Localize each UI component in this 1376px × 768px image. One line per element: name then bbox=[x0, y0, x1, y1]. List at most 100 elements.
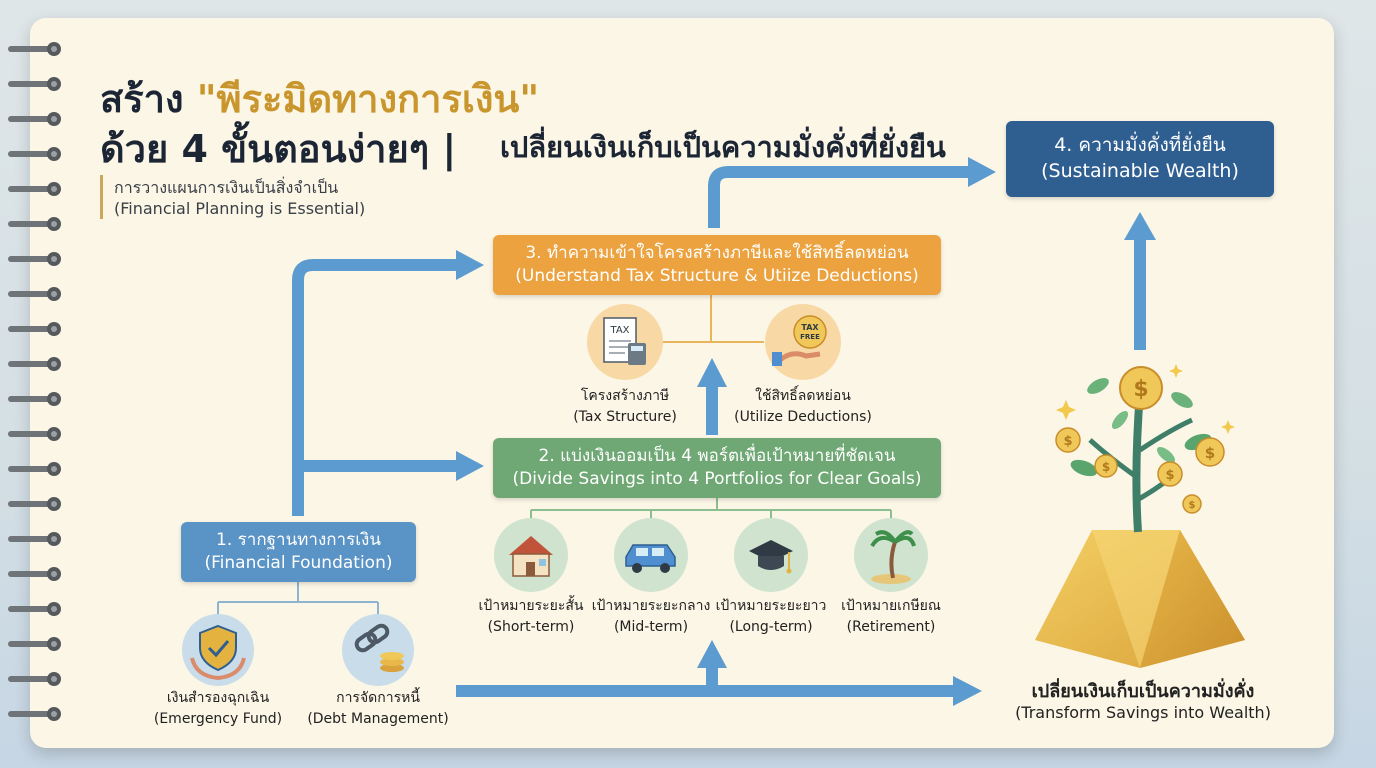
spiral-ring bbox=[8, 567, 61, 581]
label-english: (Emergency Fund) bbox=[153, 711, 283, 727]
portfolio-connectors bbox=[530, 498, 892, 520]
spiral-ring bbox=[8, 252, 61, 266]
emergency-fund-label: เงินสำรองฉุกเฉิน (Emergency Fund) bbox=[154, 688, 282, 730]
spiral-ring bbox=[8, 462, 61, 476]
tax-free-hand-icon: TAX FREE bbox=[765, 304, 841, 380]
tax-structure-label: โครงสร้างภาษี (Tax Structure) bbox=[573, 386, 677, 428]
spiral-ring bbox=[8, 707, 61, 721]
spiral-ring bbox=[8, 217, 61, 231]
retirement-label: เป้าหมายเกษียณ (Retirement) bbox=[841, 596, 941, 638]
label-english: (Short-term) bbox=[487, 619, 575, 635]
subtitle-thai: การวางแผนการเงินเป็นสิ่งจำเป็น bbox=[114, 178, 339, 197]
house-icon bbox=[494, 518, 568, 592]
page-title-line2: ด้วย 4 ขั้นตอนง่ายๆ | bbox=[100, 127, 457, 171]
graduation-cap-icon bbox=[734, 518, 808, 592]
spiral-ring bbox=[8, 392, 61, 406]
coin-icon: $ bbox=[1182, 494, 1202, 514]
coin-symbol: $ bbox=[1189, 500, 1196, 511]
chain-coins-icon bbox=[342, 614, 414, 686]
utilize-deductions-label: ใช้สิทธิ์ลดหย่อน (Utilize Deductions) bbox=[734, 386, 872, 428]
tax-badge-text: TAX bbox=[609, 325, 629, 336]
pyramid-caption-thai: เปลี่ยนเงินเก็บเป็นความมั่งคั่ง bbox=[1031, 681, 1255, 702]
spiral-ring bbox=[8, 637, 61, 651]
step4-title: 4. ความมั่งคั่งที่ยั่งยืน bbox=[1054, 134, 1226, 157]
step4-subtitle: (Sustainable Wealth) bbox=[1041, 160, 1239, 182]
tagline: เปลี่ยนเงินเก็บเป็นความมั่งคั่งที่ยั่งยื… bbox=[500, 130, 946, 164]
title-text: สร้าง bbox=[100, 77, 197, 121]
car-icon bbox=[614, 518, 688, 592]
step2-subtitle: (Divide Savings into 4 Portfolios for Cl… bbox=[512, 469, 922, 489]
title-highlight: "พีระมิดทางการเงิน" bbox=[196, 77, 540, 121]
tax-connectors bbox=[662, 295, 764, 343]
coin-icon: $ bbox=[1055, 427, 1081, 453]
step2-title: 2. แบ่งเงินออมเป็น 4 พอร์ตเพื่อเป้าหมายท… bbox=[538, 446, 896, 467]
step1-title: 1. รากฐานทางการเงิน bbox=[216, 530, 381, 551]
label-thai: เป้าหมายระยะกลาง bbox=[591, 598, 711, 614]
pyramid-caption-english: (Transform Savings into Wealth) bbox=[1015, 703, 1271, 723]
label-thai: โครงสร้างภาษี bbox=[580, 388, 670, 404]
mid-term-label: เป้าหมายระยะกลาง (Mid-term) bbox=[592, 596, 711, 638]
debt-management-label: การจัดการหนี้ (Debt Management) bbox=[307, 688, 448, 730]
spiral-ring bbox=[8, 42, 61, 56]
coin-icon: $ bbox=[1094, 454, 1118, 478]
arrow-heads bbox=[456, 157, 1156, 706]
label-english: (Tax Structure) bbox=[573, 409, 677, 425]
label-english: (Utilize Deductions) bbox=[734, 409, 872, 425]
spiral-ring bbox=[8, 672, 61, 686]
label-thai: เป้าหมายระยะยาว bbox=[715, 598, 827, 614]
coin-icon: $ bbox=[1157, 461, 1183, 487]
label-thai: เป้าหมายระยะสั้น bbox=[478, 598, 584, 614]
coin-symbol: $ bbox=[1133, 377, 1148, 402]
label-thai: เป้าหมายเกษียณ bbox=[841, 598, 941, 614]
coin-symbol: $ bbox=[1102, 460, 1110, 474]
page-title: สร้าง "พีระมิดทางการเงิน" bbox=[100, 68, 539, 129]
spiral-ring bbox=[8, 602, 61, 616]
arrow-step1-to-step2-and-3 bbox=[292, 259, 458, 516]
step3-subtitle: (Understand Tax Structure & Utiize Deduc… bbox=[515, 266, 919, 286]
coin-symbol: $ bbox=[1205, 444, 1215, 462]
coin-symbol: $ bbox=[1063, 434, 1072, 449]
tax-free-badge-line2: FREE bbox=[800, 333, 820, 341]
spiral-ring bbox=[8, 322, 61, 336]
coin-symbol: $ bbox=[1165, 468, 1174, 483]
gold-pyramid bbox=[1035, 530, 1245, 668]
label-english: (Retirement) bbox=[846, 619, 936, 635]
label-english: (Debt Management) bbox=[307, 711, 449, 727]
label-english: (Long-term) bbox=[729, 619, 813, 635]
spiral-ring bbox=[8, 287, 61, 301]
step1-box: 1. รากฐานทางการเงิน (Financial Foundatio… bbox=[181, 522, 416, 582]
coin-icon: $ bbox=[1119, 366, 1163, 410]
spiral-ring bbox=[8, 497, 61, 511]
sparkle-icons bbox=[1056, 364, 1235, 434]
step1-subtitle: (Financial Foundation) bbox=[204, 553, 393, 573]
tax-document-icon: TAX bbox=[587, 304, 663, 380]
arrow-step3-to-step4 bbox=[708, 166, 970, 228]
step4-box: 4. ความมั่งคั่งที่ยั่งยืน (Sustainable W… bbox=[1006, 121, 1274, 197]
spiral-ring bbox=[8, 147, 61, 161]
spiral-ring bbox=[8, 77, 61, 91]
step2-box: 2. แบ่งเงินออมเป็น 4 พอร์ตเพื่อเป้าหมายท… bbox=[493, 438, 941, 498]
spiral-ring bbox=[8, 427, 61, 441]
spiral-ring bbox=[8, 532, 61, 546]
spiral-ring bbox=[8, 357, 61, 371]
palm-tree-icon bbox=[854, 518, 928, 592]
coin-icon: $ bbox=[1195, 437, 1225, 467]
label-thai: ใช้สิทธิ์ลดหย่อน bbox=[755, 388, 851, 404]
step3-title: 3. ทำความเข้าใจโครงสร้างภาษีและใช้สิทธิ์… bbox=[525, 243, 909, 264]
short-term-label: เป้าหมายระยะสั้น (Short-term) bbox=[479, 596, 584, 638]
flow-arrows bbox=[292, 166, 1146, 697]
shield-hands-icon bbox=[182, 614, 254, 686]
tax-free-badge-line1: TAX bbox=[801, 323, 819, 332]
label-thai: เงินสำรองฉุกเฉิน bbox=[166, 690, 270, 706]
pyramid-caption: เปลี่ยนเงินเก็บเป็นความมั่งคั่ง (Transfo… bbox=[1015, 680, 1271, 724]
long-term-label: เป้าหมายระยะยาว (Long-term) bbox=[716, 596, 827, 638]
step3-box: 3. ทำความเข้าใจโครงสร้างภาษีและใช้สิทธิ์… bbox=[493, 235, 941, 295]
label-english: (Mid-term) bbox=[613, 619, 689, 635]
subtitle-english: (Financial Planning is Essential) bbox=[114, 199, 366, 218]
connector-lines bbox=[217, 582, 379, 618]
subtitle-accent-bar bbox=[100, 175, 103, 219]
label-thai: การจัดการหนี้ bbox=[336, 690, 420, 706]
coin-icons: $ $ $ $ $ $ bbox=[1055, 366, 1225, 514]
spiral-ring bbox=[8, 112, 61, 126]
